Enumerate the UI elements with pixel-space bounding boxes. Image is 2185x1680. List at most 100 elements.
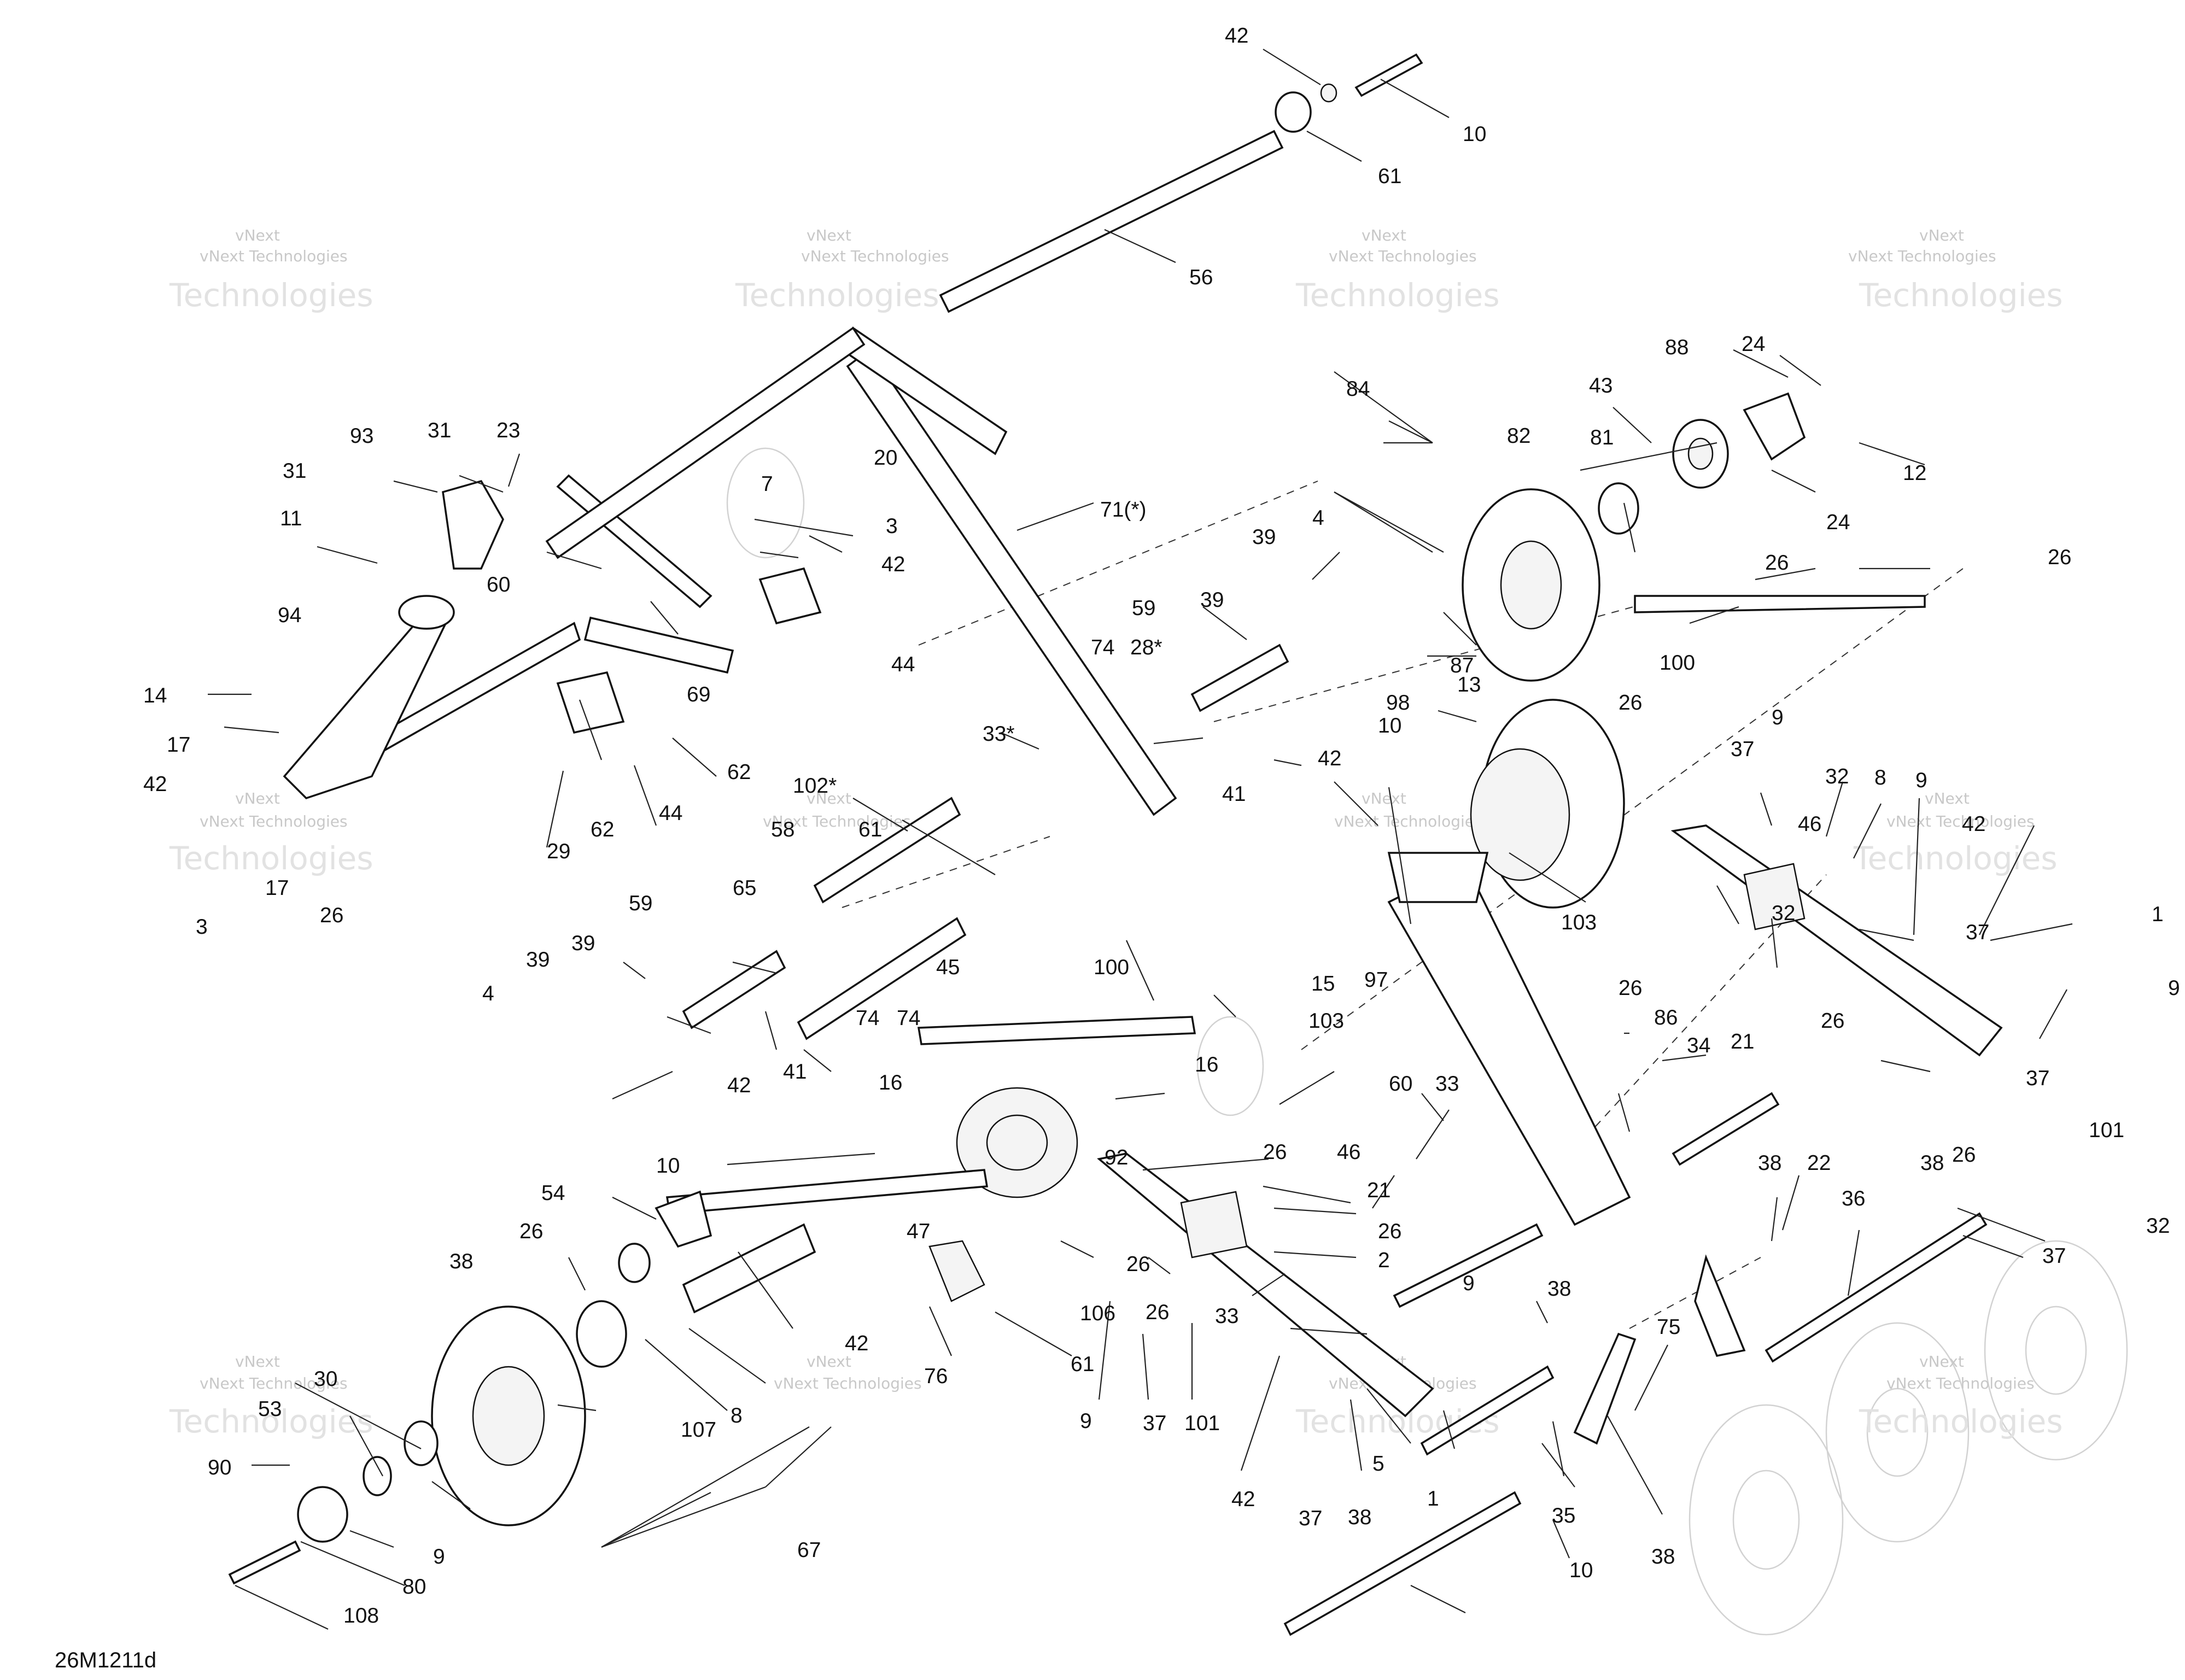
part-label: 60 — [487, 573, 510, 596]
part-label: 17 — [167, 733, 190, 757]
watermark-text: Technologies — [1853, 840, 2058, 877]
part-label: 100 — [1660, 651, 1695, 675]
part-label: 32 — [2146, 1214, 2170, 1238]
part-label: 47 — [907, 1220, 930, 1243]
part-label: 38 — [1547, 1277, 1571, 1301]
part-label: 106 — [1080, 1302, 1115, 1325]
part-label: 74 — [1091, 636, 1114, 659]
part-label: 80 — [402, 1575, 426, 1599]
part-label: 33* — [983, 722, 1015, 746]
part-label: 71(*) — [1100, 498, 1147, 522]
part-label: 28* — [1130, 636, 1162, 659]
watermark-text: vNext — [1919, 226, 1964, 244]
part-label: 58 — [771, 818, 794, 841]
part-label: 97 — [1364, 968, 1388, 992]
part-label: 61 — [1378, 165, 1401, 188]
part-label: 43 — [1589, 374, 1613, 397]
part-label: 42 — [845, 1332, 868, 1355]
part-label: 23 — [496, 419, 520, 442]
part-label: 9 — [433, 1545, 445, 1568]
part-label: 38 — [1758, 1151, 1781, 1175]
part-label: 9 — [1080, 1409, 1092, 1433]
watermark-text: vNext — [1925, 789, 1970, 807]
part-label: 16 — [1195, 1053, 1218, 1076]
watermark-text: vNext — [1919, 1353, 1964, 1371]
part-label: 7 — [761, 472, 773, 496]
part-label: 38 — [1348, 1506, 1371, 1529]
watermark-text: vNext Technologies — [1329, 247, 1477, 265]
part-label: 36 — [1842, 1187, 1865, 1210]
watermark-text: vNext — [1362, 789, 1406, 807]
part-label: 76 — [924, 1365, 948, 1388]
watermark-text: Technologies — [1295, 277, 1500, 314]
part-label: 12 — [1903, 461, 1926, 485]
part-label: 42 — [881, 553, 905, 576]
watermark-text: Technologies — [169, 840, 373, 877]
part-label: 62 — [591, 818, 614, 841]
watermark-text: Technologies — [169, 1403, 373, 1440]
part-label: 29 — [547, 840, 570, 863]
part-label: 32 — [1772, 902, 1795, 925]
part-label: 75 — [1657, 1315, 1680, 1339]
part-label: 26 — [1619, 691, 1642, 715]
watermark-text: vNext — [807, 789, 851, 807]
part-label: 14 — [143, 684, 167, 707]
part-label: 15 — [1311, 972, 1335, 996]
part-label: 103 — [1308, 1009, 1344, 1033]
part-label: 26 — [2048, 546, 2071, 569]
part-label: 26 — [1263, 1140, 1287, 1164]
part-label: 35 — [1552, 1504, 1575, 1527]
watermark-text: vNext Technologies — [774, 1374, 922, 1392]
part-label: 4 — [1312, 506, 1324, 530]
part-label: 81 — [1590, 426, 1614, 449]
part-label: 26 — [1765, 551, 1789, 575]
part-label: 42 — [727, 1074, 751, 1097]
part-label: 69 — [687, 683, 710, 706]
part-label: 24 — [1826, 511, 1850, 534]
part-label: 103 — [1561, 911, 1597, 934]
part-label: 88 — [1665, 336, 1689, 359]
part-label: 56 — [1189, 266, 1213, 289]
part-label: 11 — [280, 507, 302, 530]
part-label: 59 — [1132, 596, 1155, 620]
watermark-text: vNext Technologies — [200, 812, 348, 830]
part-label: 101 — [2089, 1119, 2124, 1142]
part-label: 38 — [1920, 1151, 1944, 1175]
part-label: 9 — [1915, 769, 1927, 792]
watermark-text: Technologies — [1859, 1403, 2063, 1440]
watermark-text: Technologies — [169, 277, 373, 314]
part-label: 26 — [1126, 1252, 1150, 1276]
part-label: 42 — [1962, 812, 1985, 836]
part-label: 8 — [731, 1404, 743, 1427]
part-label: 8 — [1874, 766, 1886, 789]
watermark-text: vNext — [235, 789, 280, 807]
part-label: 42 — [1318, 747, 1341, 770]
part-label: 84 — [1346, 377, 1370, 401]
part-label: 45 — [936, 956, 960, 979]
part-label: 4 — [482, 982, 494, 1005]
part-label: 10 — [656, 1154, 680, 1178]
part-label: 37 — [1143, 1412, 1166, 1435]
part-label: 10 — [1378, 714, 1401, 737]
part-label: 1 — [2152, 903, 2164, 926]
part-label: 65 — [733, 876, 756, 900]
part-label: 9 — [1463, 1272, 1475, 1295]
watermark-text: vNext — [235, 226, 280, 244]
part-labels: 42 10 61 56 88 24 84 43 81 82 12 24 93 3… — [143, 24, 2180, 1628]
part-label: 31 — [428, 419, 451, 442]
part-label: 38 — [1651, 1545, 1675, 1568]
part-label: 37 — [2042, 1244, 2066, 1268]
part-label: 26 — [519, 1220, 543, 1243]
part-label: 101 — [1184, 1412, 1220, 1435]
part-label: 87 — [1450, 654, 1474, 677]
part-label: 10 — [1463, 122, 1486, 146]
part-label: 98 — [1386, 691, 1410, 715]
part-label: 44 — [891, 653, 915, 676]
part-label: 44 — [659, 801, 682, 825]
part-label: 42 — [1231, 1488, 1255, 1511]
part-label: 39 — [571, 932, 595, 955]
watermark-text: vNext — [235, 1353, 280, 1371]
part-label: 39 — [1200, 588, 1224, 612]
part-label: 37 — [2026, 1067, 2049, 1090]
